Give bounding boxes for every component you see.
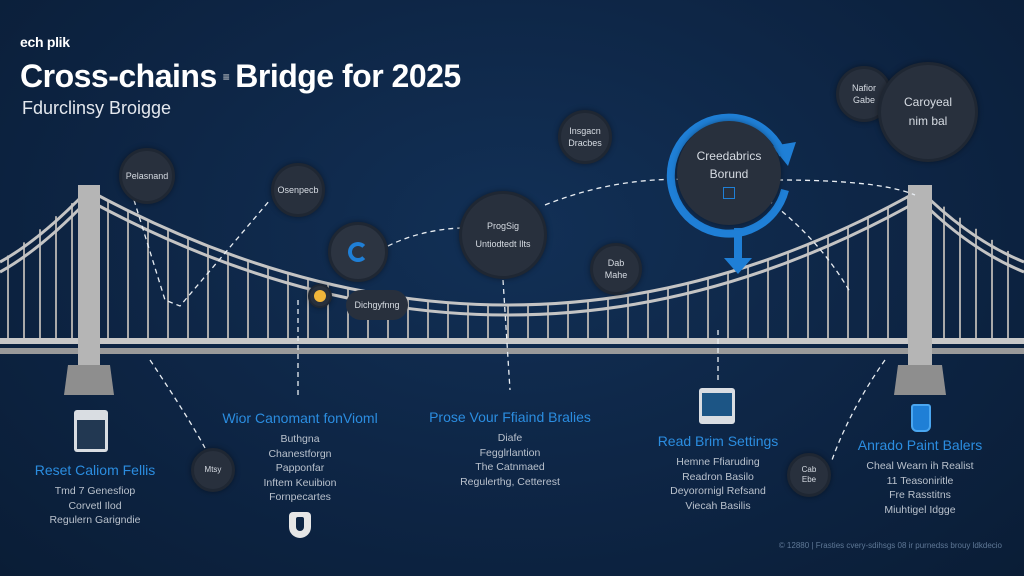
section-item: Diafe (497, 432, 523, 444)
section-item: The Catnmaed (475, 461, 545, 473)
node-label: Osenpecb (277, 184, 319, 195)
node-caroyeal[interactable]: Caroyeal nim bal (878, 62, 978, 162)
page-subtitle: Fdurclinsy Broigge (22, 98, 172, 118)
chain-link-icon (348, 242, 368, 262)
monitor-icon (699, 388, 735, 424)
tower-left (78, 185, 100, 370)
coin-icon (314, 290, 326, 302)
page-title: Cross-chains ≡ Bridge for 2025 (20, 58, 461, 95)
section-item: 11 Teasoniritle (886, 474, 954, 487)
node-label: Nafior (851, 82, 876, 93)
section-item: Fre Rasstitns (889, 489, 951, 501)
section-item: Fornpecartes (269, 491, 331, 503)
main-cable-2 (87, 198, 921, 317)
node-label: Gabe (852, 95, 876, 105)
node-pelasnand[interactable]: Pelasnand (119, 148, 175, 204)
section-item: Inftem Keuibion (263, 476, 337, 489)
section-item: Hemne Ffiaruding (676, 456, 760, 468)
side-cable-left-2 (0, 198, 90, 274)
cycle-arrow-bottom (724, 258, 752, 274)
node-label: Pelasnand (125, 170, 169, 181)
vault-icon (723, 187, 735, 199)
tower-right (908, 185, 932, 370)
section-item: Papponfar (275, 462, 325, 474)
section-item: Buthgna (280, 433, 320, 445)
node-label: Creedabrics (696, 149, 762, 163)
shield-icon (289, 512, 311, 538)
section-heading: Anrado Paint Balers (857, 437, 983, 453)
cycle-arrow-top (772, 142, 796, 166)
title-mid: ≡ (222, 70, 230, 84)
node-label: Mtsy (204, 464, 222, 474)
title-right: Bridge for 2025 (235, 58, 461, 94)
section-heading: Prose Vour Ffiaind Bralies (429, 409, 591, 425)
node-label: Dab (607, 257, 625, 268)
cycle-ring (666, 113, 789, 238)
node-label: Untiodtedt Ilts (475, 239, 531, 249)
section-item: Chanestforgn (268, 447, 332, 460)
bridge-deck (0, 338, 1024, 344)
node-chain-icon[interactable] (328, 222, 388, 282)
section-item: Fegglrlantion (479, 446, 541, 459)
node-label: Ebe (801, 475, 817, 484)
server-icon-left (74, 410, 108, 452)
section-heading: Read Brim Settings (657, 433, 779, 449)
node-mtsy[interactable]: Mtsy (191, 448, 235, 492)
node-label: Cab (801, 465, 817, 475)
node-label: Dichgyfnng (354, 300, 400, 310)
section-item: Corvetl Ilod (68, 499, 122, 512)
node-label: Insgacn (569, 125, 601, 136)
wallet-icon (911, 404, 931, 432)
brand-logo: ech plik (20, 34, 70, 50)
section-item: Regulern Garigndie (49, 514, 141, 526)
section-item: Miuhtigel Idgge (884, 503, 956, 516)
section-item: Viecah Basilis (685, 499, 751, 512)
section-item: Regulerthg, Cetterest (460, 475, 560, 488)
side-cable-left (0, 188, 90, 264)
section-item: Tmd 7 Genesfiop (54, 485, 136, 497)
node-coin (308, 284, 332, 308)
section-heading: Reset Caliom Fellis (34, 462, 156, 478)
section-item: Cheal Wearn ih Realist (866, 460, 974, 472)
title-left: Cross-chains (20, 58, 217, 94)
node-label: Caroyeal (903, 94, 953, 109)
node-label: nim bal (908, 114, 948, 128)
node-label: Mahe (604, 270, 628, 280)
node-label: Borund (709, 167, 749, 181)
footer-note: © 12880 | Frasties cvery-sdihsgs 08 ir p… (778, 541, 1002, 550)
node-dichgyfnng[interactable]: Dichgyfnng (346, 290, 408, 320)
section-item: Readron Basilo (682, 470, 754, 483)
section-heading: Wior Canomant fonVioml (222, 410, 378, 426)
node-osenpecb[interactable]: Osenpecb (271, 163, 325, 217)
node-label: Dracbes (568, 138, 602, 148)
section-item: Deyorornigl Refsand (670, 485, 766, 497)
logo-text: ech plik (20, 34, 70, 50)
main-cable (87, 188, 921, 307)
node-label: ProgSig (486, 220, 520, 231)
